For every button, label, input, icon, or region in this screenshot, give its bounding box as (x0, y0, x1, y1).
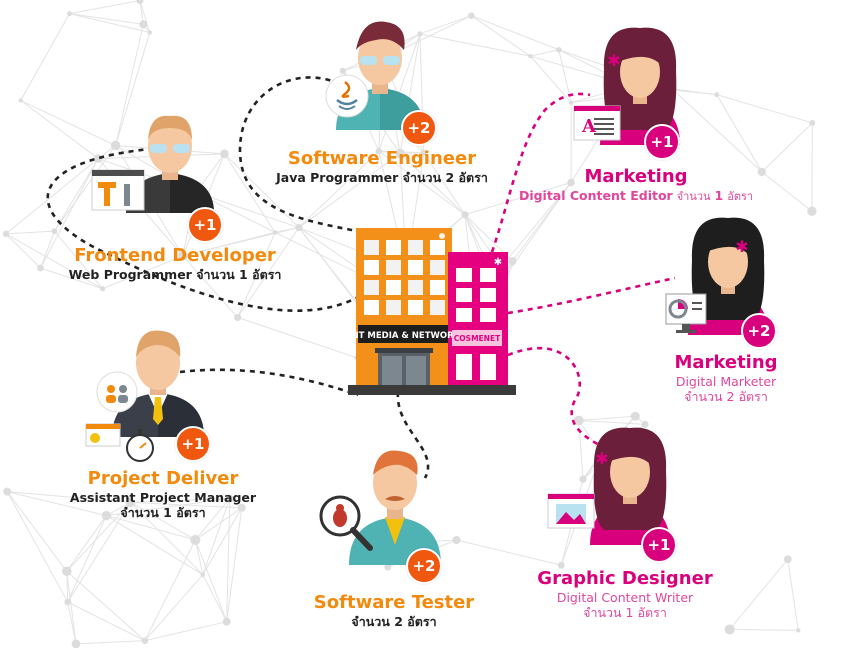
bug-magnifier-icon (319, 495, 373, 551)
right-building-sign (452, 330, 502, 346)
role-title: Frontend Developer (74, 245, 276, 266)
left-sign-text: TNT MEDIA & NETWORK (346, 331, 461, 341)
connector-software (238, 76, 363, 234)
image-gallery-icon (547, 493, 595, 529)
project-deliver-avatar (112, 330, 204, 437)
frontend-count-badge: +1 (187, 207, 223, 243)
graphic-count-badge: +1 (641, 527, 677, 563)
project-count-badge: +1 (175, 426, 211, 462)
asterisk-icon: ✱ (494, 257, 502, 268)
role-subtitle: Digital Content Editor จำนวน 1 อัตรา (518, 187, 754, 203)
role-title: Graphic Designer (537, 568, 713, 589)
role-subtitle: Java Programmer จำนวน 2 อัตรา (276, 169, 488, 185)
connector-graphic (507, 347, 611, 452)
frontend-label: Frontend Developer Web Programmer จำนวน … (69, 245, 282, 282)
marketing-digital-label: Marketing Digital Marketer จำนวน 2 อัตรา (674, 352, 777, 404)
connector-tester (396, 391, 430, 479)
graphic-label: Graphic Designer Digital Content Writer … (537, 568, 712, 620)
role-subtitle: Assistant Project Manager (69, 489, 257, 505)
role-count: จำนวน 2 อัตรา (351, 613, 437, 629)
analytics-monitor-icon (665, 293, 707, 333)
frontend-developer-avatar (126, 115, 214, 213)
team-users-icon (96, 371, 138, 413)
software-label: Software Engineer Java Programmer จำนวน … (276, 148, 488, 185)
java-icon (325, 74, 369, 118)
right-sign-text: COSMENET (454, 334, 501, 343)
role-title: Marketing (584, 166, 688, 187)
office-building: TNT MEDIA & NETWORK COSMENET ✱ (346, 228, 516, 395)
tester-label: Software Tester จำนวน 2 อัตรา (314, 592, 474, 629)
marketing-digital-avatar: ✱ (688, 217, 768, 335)
role-title: Software Tester (313, 592, 475, 613)
asterisk-icon: ✱ (735, 237, 748, 256)
asterisk-icon: ✱ (607, 51, 620, 70)
marketing-content-label: Marketing Digital Content Editor จำนวน 1… (519, 166, 753, 203)
building-logo-dot (439, 233, 445, 239)
role-count: จำนวน 1 อัตรา (120, 504, 206, 520)
role-count: จำนวน 2 อัตรา (684, 388, 768, 404)
role-title: Software Engineer (287, 148, 477, 169)
connector-marketing-digital (507, 276, 676, 315)
stopwatch-icon (126, 429, 154, 462)
role-subtitle: Digital Marketer (675, 373, 777, 389)
connector-marketing-content (490, 92, 591, 253)
role-count: จำนวน 1 อัตรา (583, 604, 667, 620)
hammer-wrench-icon (91, 169, 145, 211)
software-count-badge: +2 (401, 110, 437, 146)
tester-count-badge: +2 (406, 548, 442, 584)
role-title: Marketing (674, 352, 778, 373)
connector-project (179, 368, 359, 397)
marketing-digital-count-badge: +2 (741, 313, 777, 349)
article-page-icon: A (573, 105, 621, 141)
left-building-sign (358, 325, 448, 343)
project-label: Project Deliver Assistant Project Manage… (70, 468, 256, 520)
role-subtitle: Web Programmer จำนวน 1 อัตรา (68, 266, 282, 282)
marketing-content-count-badge: +1 (644, 124, 680, 160)
role-title: Project Deliver (87, 468, 239, 489)
role-subtitle: Digital Content Writer (556, 589, 694, 605)
calendar-icon (85, 423, 121, 447)
svg-text:A: A (581, 116, 597, 137)
asterisk-icon: ✱ (595, 449, 608, 468)
connector-frontend (46, 146, 361, 312)
